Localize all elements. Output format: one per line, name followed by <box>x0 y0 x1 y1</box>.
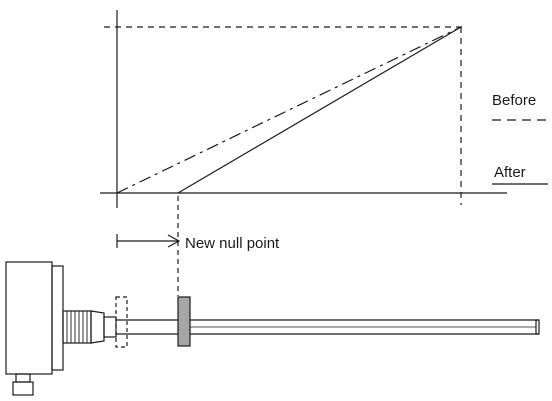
fitting-taper <box>90 310 105 344</box>
sensor-housing <box>5 261 53 375</box>
original-flange-position <box>115 296 128 348</box>
probe-rod-tip <box>535 319 540 335</box>
new-null-point-label: New null point <box>185 235 280 252</box>
after-curve <box>177 26 462 194</box>
fitting-neck <box>103 316 117 338</box>
cable-gland-nut <box>12 381 34 396</box>
housing-mounting-plate <box>51 265 64 371</box>
after-label: After <box>494 164 526 181</box>
thread-marks <box>66 311 88 343</box>
before-curve <box>116 26 462 194</box>
null-shift-arrowhead <box>167 234 181 248</box>
shifted-flange <box>177 296 191 347</box>
cable-gland-stem <box>15 373 31 383</box>
before-label: Before <box>492 92 536 109</box>
